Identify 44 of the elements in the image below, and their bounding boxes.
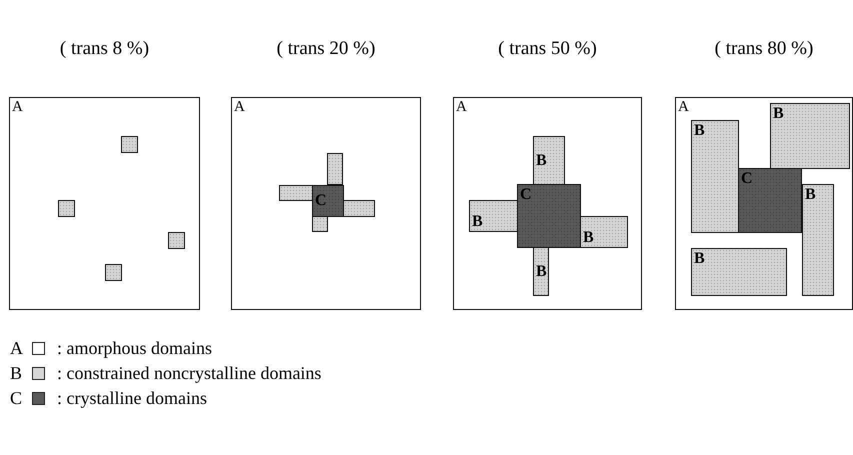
constrained-domain-box (58, 200, 75, 217)
domain-letter: C (741, 170, 753, 188)
constrained-domain-box (580, 216, 628, 248)
constrained-domain-box (691, 248, 787, 296)
domain-letter: B (805, 186, 816, 204)
constrained-domain-box (691, 120, 739, 233)
domain-letter: B (536, 152, 547, 170)
legend-letter: A (10, 338, 24, 359)
constrained-domain-box (770, 103, 850, 169)
domain-letter: C (315, 192, 327, 210)
domain-letter: B (694, 250, 705, 268)
legend-letter: C (10, 388, 24, 409)
constrained-domain-box (469, 200, 518, 232)
region-letter: A (456, 98, 467, 116)
crystalline-domain-box (738, 168, 802, 233)
region-letter: A (12, 98, 23, 116)
panel-heading: ( trans 80 %) (714, 38, 814, 60)
domain-letter: B (694, 122, 705, 140)
region-letter: A (678, 98, 689, 116)
legend-text: : amorphous domains (57, 338, 212, 359)
domain-letter: B (583, 229, 594, 247)
domain-letter: B (536, 262, 547, 280)
region-letter: A (234, 98, 245, 116)
domain-letter: B (773, 105, 784, 123)
crystalline-domain-box (312, 185, 344, 217)
constrained-domain-box (802, 184, 834, 296)
legend-letter: B (10, 363, 24, 384)
legend-text: : crystalline domains (57, 388, 207, 409)
constrained-domain-box (327, 153, 343, 185)
panel-heading: ( trans 50 %) (498, 38, 597, 60)
domain-letter: B (472, 213, 483, 231)
domain-letter: C (520, 186, 532, 204)
panel-heading: ( trans 20 %) (276, 38, 376, 60)
constrained-domain-box (121, 136, 138, 153)
constrained-domain-box (279, 185, 313, 201)
constrained-domain-box (312, 216, 328, 232)
constrained-domain-box (105, 264, 122, 281)
constrained-domain-box (343, 200, 375, 217)
constrained-domain-box (533, 136, 565, 185)
panel-heading: ( trans 8 %) (60, 38, 150, 60)
constrained-domain-box (168, 232, 185, 249)
legend-text: : constrained noncrystalline domains (57, 363, 322, 384)
constrained-domain-box (533, 247, 549, 296)
crystalline-domain-box (517, 184, 581, 248)
